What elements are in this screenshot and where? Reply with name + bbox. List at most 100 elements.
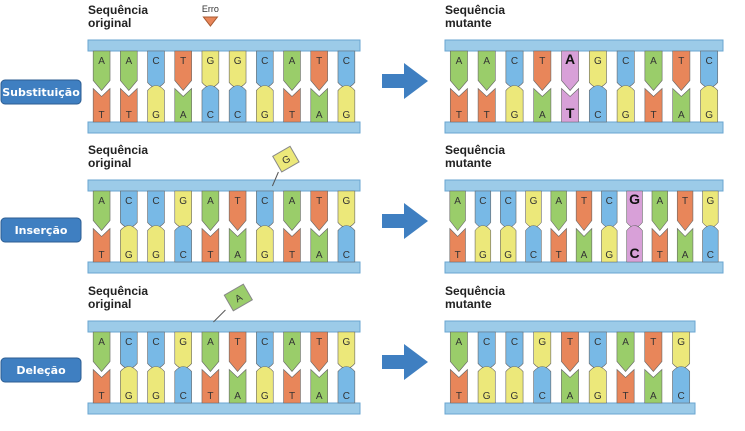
- base-top-letter: C: [594, 337, 601, 348]
- base-top-letter: G: [207, 56, 215, 67]
- error-label: Erro: [202, 4, 219, 14]
- base-top-letter: G: [538, 337, 546, 348]
- base-top-shape: [283, 50, 301, 91]
- original-title-line1: Sequência: [88, 3, 148, 17]
- base-bottom-letter: A: [316, 250, 323, 261]
- base-bottom-letter: G: [261, 250, 269, 261]
- base-bottom-letter: T: [566, 105, 575, 121]
- base-top-shape: [616, 331, 635, 372]
- base-top-letter: C: [705, 56, 712, 67]
- base-top-letter: C: [511, 56, 518, 67]
- base-bottom-shape: [228, 368, 247, 404]
- base-top-shape: [92, 50, 111, 91]
- base-top-letter: C: [343, 56, 350, 67]
- backbone-bottom: [87, 402, 361, 415]
- base-bottom-letter: A: [316, 110, 323, 121]
- base-bottom-shape: [550, 227, 567, 263]
- section-tag: Inserção: [0, 217, 82, 243]
- base-bottom-shape: [525, 225, 542, 263]
- base-bottom-shape: [588, 366, 607, 404]
- base-top-letter: A: [456, 337, 463, 348]
- base-top-letter: G: [677, 337, 685, 348]
- base-bottom-letter: C: [180, 391, 187, 402]
- section-tag: Deleção: [0, 357, 82, 383]
- base-bottom-shape: [449, 227, 466, 263]
- base-bottom-shape: [533, 87, 552, 123]
- base-top-letter: T: [235, 196, 241, 207]
- section-tag: Substituição: [0, 79, 82, 105]
- base-bottom-letter: T: [455, 250, 461, 261]
- base-bottom-shape: [201, 227, 220, 263]
- base-bottom-letter: C: [530, 250, 537, 261]
- backbone-bottom: [444, 261, 724, 274]
- section-substituicao: SubstituiçãoSequênciaoriginalSequênciamu…: [0, 3, 724, 134]
- base-top-letter: A: [98, 337, 105, 348]
- base-bottom-shape: [449, 87, 468, 123]
- original-title-line1: Sequência: [88, 284, 148, 298]
- base-top-letter: A: [483, 56, 490, 67]
- base-top-letter: C: [125, 337, 132, 348]
- base-bottom-shape: [588, 85, 607, 123]
- base-bottom-letter: G: [483, 391, 491, 402]
- base-bottom-shape: [601, 225, 618, 263]
- base-bottom-letter: C: [343, 391, 350, 402]
- base-bottom-shape: [147, 366, 165, 404]
- section-tag-label: Inserção: [15, 224, 68, 237]
- base-bottom-shape: [500, 225, 517, 263]
- base-top-letter: G: [179, 337, 187, 348]
- base-bottom-shape: [477, 87, 496, 123]
- base-bottom-shape: [700, 85, 719, 123]
- base-bottom-letter: G: [343, 110, 351, 121]
- base-top-letter: T: [316, 196, 322, 207]
- base-bottom-letter: T: [456, 391, 462, 402]
- base-top-letter: C: [505, 196, 512, 207]
- base-top-shape: [201, 331, 220, 372]
- base-top-letter: C: [606, 196, 613, 207]
- base-top-letter: C: [511, 337, 518, 348]
- base-bottom-letter: G: [152, 110, 160, 121]
- base-top-letter: A: [289, 56, 296, 67]
- base-bottom-letter: C: [539, 391, 546, 402]
- section-delecao: DeleçãoSequênciaoriginalSequênciamutante…: [0, 283, 696, 415]
- backbone-bottom: [87, 121, 361, 134]
- base-top-letter: A: [650, 56, 657, 67]
- mutant-title-line2: mutante: [445, 156, 492, 170]
- base-top-letter: A: [622, 337, 629, 348]
- base-bottom-shape: [616, 368, 635, 404]
- base-top-letter: G: [530, 196, 538, 207]
- base-top-letter: A: [555, 196, 562, 207]
- base-bottom-shape: [561, 368, 579, 404]
- original-title-line2: original: [88, 16, 131, 30]
- base-bottom-letter: A: [316, 391, 323, 402]
- base-top-shape: [533, 50, 552, 91]
- mutation-arrow: [382, 203, 428, 239]
- base-bottom-shape: [92, 227, 111, 263]
- base-bottom-letter: T: [289, 110, 295, 121]
- base-bottom-letter: A: [539, 110, 546, 121]
- base-bottom-letter: G: [622, 110, 630, 121]
- base-top-letter: T: [180, 56, 186, 67]
- inserted-base-box: [272, 145, 300, 173]
- base-top-letter: C: [125, 196, 132, 207]
- base-bottom-letter: A: [180, 110, 187, 121]
- base-top-shape: [644, 331, 663, 372]
- base-bottom-shape: [174, 225, 192, 263]
- section-tag-label: Substituição: [2, 86, 80, 99]
- base-top-shape: [92, 331, 111, 372]
- section-insercao: InserçãoSequênciaoriginalSequênciamutant…: [0, 143, 724, 274]
- base-bottom-letter: T: [289, 391, 295, 402]
- insertion-pointer: [271, 171, 279, 187]
- base-bottom-letter: G: [504, 250, 512, 261]
- base-top-letter: A: [98, 196, 105, 207]
- base-top-shape: [449, 331, 468, 372]
- base-bottom-letter: C: [343, 250, 350, 261]
- base-top-shape: [651, 190, 668, 231]
- base-bottom-shape: [201, 85, 220, 123]
- deleted-base-letter: A: [233, 292, 245, 305]
- base-top-letter: A: [125, 56, 132, 67]
- base-top-letter: T: [650, 337, 656, 348]
